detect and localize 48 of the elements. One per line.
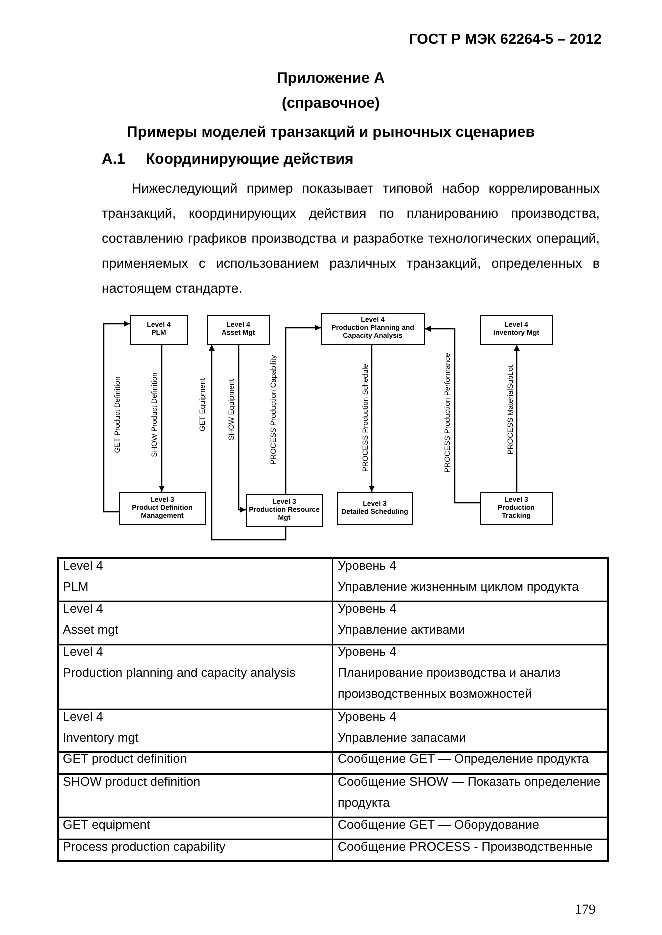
process-box bbox=[119, 492, 206, 525]
table-text: Управление активами bbox=[338, 622, 466, 639]
table-text: Управление запасами bbox=[338, 730, 468, 747]
table-text: SHOW product definition bbox=[63, 774, 202, 791]
subsection-heading: Координирующие действия bbox=[146, 151, 354, 168]
connector-arrow bbox=[514, 345, 520, 492]
table-text: Уровень 4 bbox=[338, 558, 398, 575]
connector-arrow bbox=[285, 325, 321, 494]
table-text: Уровень 4 bbox=[338, 644, 398, 661]
page-number: 179 bbox=[575, 903, 596, 919]
connector-arrow bbox=[238, 345, 246, 513]
table-text: Сообщение PROCESS - Производственные bbox=[338, 838, 594, 856]
subtitle: (справочное) bbox=[281, 95, 381, 112]
table-text: Сообщение GET — Определение продукта bbox=[338, 751, 590, 768]
process-box bbox=[130, 315, 188, 345]
body-paragraph: Нижеследующий пример показывает типовой набор коррелированных транзакций, координирующих действия по планированию производства, составлению графиков производства и разработке технологических операций, применяемых с использованием различных транзакций, определенных в настоящем стандарте. bbox=[102, 180, 600, 298]
connector-arrow bbox=[209, 345, 287, 541]
process-box bbox=[480, 492, 553, 525]
process-box bbox=[207, 315, 270, 345]
connector-arrow bbox=[159, 345, 165, 492]
section-number: А.1 bbox=[102, 151, 126, 168]
table-text: GET equipment bbox=[63, 816, 152, 834]
table-text: Level 4 bbox=[63, 708, 104, 726]
table-text: Управление жизненным циклом продукта bbox=[338, 578, 580, 596]
document-header: ГОСТ Р МЭК 62264-5 – 2012 bbox=[409, 32, 602, 48]
table-text: Level 4 bbox=[63, 600, 104, 618]
process-box bbox=[321, 313, 425, 345]
process-box bbox=[246, 494, 323, 527]
connector-arrow bbox=[103, 321, 130, 513]
table-text: PLM bbox=[63, 578, 90, 596]
section-heading: Примеры моделей транзакций и рыночных сценариев bbox=[126, 124, 536, 141]
table-text: Сообщение GET — Оборудование bbox=[338, 816, 540, 834]
process-box bbox=[480, 315, 553, 345]
table-text: Планирование производства и анализ производственных возможностей bbox=[338, 665, 562, 703]
table-text: Уровень 4 bbox=[338, 708, 398, 726]
table-text: Уровень 4 bbox=[338, 600, 398, 618]
table-text: GET product definition bbox=[63, 751, 188, 768]
table-text: Asset mgt bbox=[63, 622, 120, 639]
connector-arrow bbox=[425, 326, 480, 504]
table-text: Сообщение SHOW — Показать определение продукта bbox=[338, 774, 602, 812]
page-title: Приложение А bbox=[276, 70, 386, 87]
table-text: Process production capability bbox=[63, 838, 227, 856]
connector-arrow bbox=[369, 345, 375, 492]
table-text: Level 4 bbox=[63, 558, 104, 574]
table-text: Production planning and capacity analysis bbox=[63, 665, 297, 682]
table-text: Inventory mgt bbox=[63, 730, 140, 747]
process-box bbox=[337, 492, 413, 525]
table-text: Level 4 bbox=[63, 644, 104, 661]
